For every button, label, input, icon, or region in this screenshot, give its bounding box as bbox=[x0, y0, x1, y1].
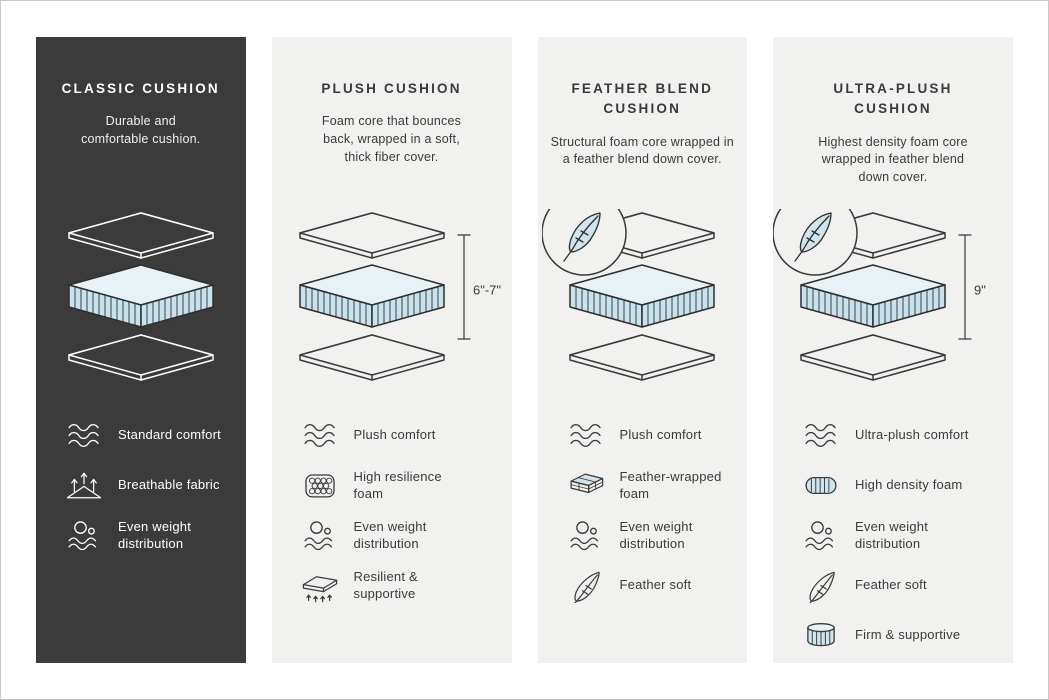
feature-row: High density foam bbox=[800, 468, 1007, 503]
cushion-layers-diagram bbox=[542, 209, 742, 381]
feature-label: Standard comfort bbox=[118, 427, 221, 443]
feather-icon bbox=[800, 568, 842, 603]
feature-label: High density foam bbox=[855, 477, 963, 493]
diagram-area: 6"-7" bbox=[272, 197, 512, 392]
feature-label: Even weight distribution bbox=[118, 518, 192, 551]
feature-list: Plush comfort High resilience foam Even … bbox=[272, 392, 512, 603]
feature-label: Feather soft bbox=[855, 577, 927, 593]
feature-row: Even weight distribution bbox=[800, 518, 1007, 553]
card-description: Durable and comfortable cushion. bbox=[81, 114, 201, 146]
feature-list: Standard comfort Breathable fabric Even … bbox=[36, 392, 246, 553]
breathable-icon bbox=[63, 468, 105, 503]
card-title: ULTRA-PLUSH CUSHION bbox=[833, 81, 953, 117]
card-description: Foam core that bounces back, wrapped in … bbox=[321, 114, 462, 164]
measurement-label: 9" bbox=[974, 282, 986, 297]
feature-row: Firm & supportive bbox=[800, 618, 1007, 653]
feature-row: Standard comfort bbox=[63, 418, 240, 453]
feature-row: Feather soft bbox=[800, 568, 1007, 603]
feature-row: Breathable fabric bbox=[63, 468, 240, 503]
height-measurement: 9" bbox=[958, 233, 986, 340]
card-title: PLUSH CUSHION bbox=[321, 81, 462, 96]
ultra-plush-cushion-card: ULTRA-PLUSH CUSHION Highest density foam… bbox=[773, 37, 1013, 663]
card-description: Structural foam core wrapped in a feathe… bbox=[550, 134, 734, 167]
high-density-foam-icon bbox=[800, 468, 842, 503]
cushion-layers-diagram bbox=[41, 209, 241, 381]
feather-badge bbox=[773, 191, 857, 275]
weight-distribution-icon bbox=[63, 518, 105, 553]
card-header: PLUSH CUSHION Foam core that bounces bac… bbox=[272, 37, 512, 197]
card-header: CLASSIC CUSHION Durable and comfortable … bbox=[36, 37, 246, 197]
height-measurement: 6"-7" bbox=[456, 233, 501, 340]
plush-cushion-card: PLUSH CUSHION Foam core that bounces bac… bbox=[271, 37, 512, 663]
card-header: FEATHER BLEND CUSHION Structural foam co… bbox=[538, 37, 748, 197]
feature-row: Ultra-plush comfort bbox=[800, 418, 1007, 453]
feather-blend-cushion-card: FEATHER BLEND CUSHION Structural foam co… bbox=[537, 37, 748, 663]
feature-label: Breathable fabric bbox=[118, 477, 220, 493]
feature-row: Feather-wrapped foam bbox=[565, 468, 742, 503]
card-title: FEATHER BLEND CUSHION bbox=[571, 81, 714, 117]
feature-label: High resilience foam bbox=[353, 468, 442, 501]
feature-label: Resilient & supportive bbox=[353, 568, 418, 601]
diagram-area bbox=[36, 197, 246, 392]
feature-label: Even weight distribution bbox=[855, 518, 929, 551]
diagram-area bbox=[538, 197, 748, 392]
feature-row: Plush comfort bbox=[565, 418, 742, 453]
wave-icon bbox=[63, 418, 105, 453]
feature-row: Even weight distribution bbox=[63, 518, 240, 553]
feature-list: Plush comfort Feather-wrapped foam Even … bbox=[538, 392, 748, 603]
feature-row: Plush comfort bbox=[299, 418, 506, 453]
feature-label: Even weight distribution bbox=[353, 518, 427, 551]
feather-icon bbox=[565, 568, 607, 603]
feature-row: Resilient & supportive bbox=[299, 568, 506, 603]
classic-cushion-card: CLASSIC CUSHION Durable and comfortable … bbox=[36, 37, 246, 663]
diagram-area: 9" bbox=[773, 197, 1013, 392]
feature-label: Even weight distribution bbox=[619, 518, 693, 551]
feature-list: Ultra-plush comfort High density foam Ev… bbox=[773, 392, 1013, 653]
weight-distribution-icon bbox=[800, 518, 842, 553]
wave-icon bbox=[800, 418, 842, 453]
cushion-layers-diagram: 9" bbox=[773, 209, 986, 381]
feature-row: Feather soft bbox=[565, 568, 742, 603]
feature-label: Ultra-plush comfort bbox=[855, 427, 969, 443]
foam-bubbles-icon bbox=[299, 468, 341, 503]
cushion-layers-diagram: 6"-7" bbox=[272, 209, 501, 381]
feature-row: High resilience foam bbox=[299, 468, 506, 503]
feature-label: Feather-wrapped foam bbox=[619, 468, 722, 501]
feature-row: Even weight distribution bbox=[299, 518, 506, 553]
feature-row: Even weight distribution bbox=[565, 518, 742, 553]
feature-label: Plush comfort bbox=[619, 427, 702, 443]
feature-label: Firm & supportive bbox=[855, 627, 961, 643]
firm-supportive-icon bbox=[800, 618, 842, 653]
feather-badge bbox=[542, 191, 626, 275]
wave-icon bbox=[299, 418, 341, 453]
card-header: ULTRA-PLUSH CUSHION Highest density foam… bbox=[773, 37, 1013, 197]
card-title: CLASSIC CUSHION bbox=[61, 81, 220, 96]
weight-distribution-icon bbox=[565, 518, 607, 553]
spring-icon bbox=[299, 568, 341, 603]
feather-foam-icon bbox=[565, 468, 607, 503]
measurement-label: 6"-7" bbox=[473, 282, 501, 297]
feature-label: Plush comfort bbox=[353, 427, 436, 443]
wave-icon bbox=[565, 418, 607, 453]
weight-distribution-icon bbox=[299, 518, 341, 553]
card-description: Highest density foam core wrapped in fea… bbox=[818, 134, 968, 185]
feature-label: Feather soft bbox=[619, 577, 692, 593]
